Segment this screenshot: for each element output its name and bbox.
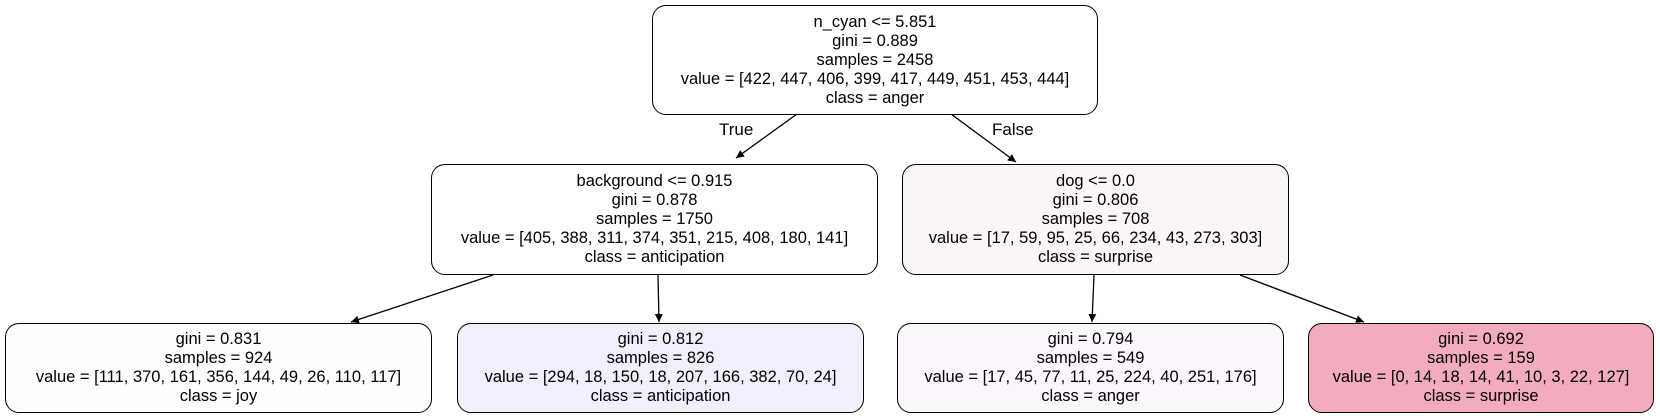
edge-root-left [735,113,798,159]
node-split: dog <= 0.0 [1056,172,1135,190]
tree-node-left-left: gini = 0.831 samples = 924 value = [111,… [5,323,432,413]
node-value: value = [405, 388, 311, 374, 351, 215, 4… [460,229,849,247]
edge-root-right [950,113,1017,163]
node-gini: gini = 0.878 [611,191,698,209]
edge-right-rr [1239,274,1365,323]
edge-left-ll [350,274,494,324]
edge-label-false: False [992,120,1034,139]
node-class: class = surprise [1037,248,1154,266]
node-value: value = [111, 370, 161, 356, 144, 49, 26… [35,368,402,386]
node-value: value = [0, 14, 18, 14, 41, 10, 3, 22, 1… [1332,368,1630,386]
node-gini: gini = 0.794 [1047,330,1134,348]
node-samples: samples = 2458 [816,50,934,69]
node-class: class = anticipation [590,387,731,405]
edge-right-rl [1088,274,1097,323]
node-gini: gini = 0.831 [175,330,262,348]
node-samples: samples = 159 [1427,349,1535,367]
tree-node-left: background <= 0.915 gini = 0.878 samples… [431,164,878,275]
node-samples: samples = 1750 [596,210,713,228]
tree-node-right-left: gini = 0.794 samples = 549 value = [17, … [897,323,1284,413]
node-value: value = [17, 45, 77, 11, 25, 224, 40, 25… [924,368,1257,386]
node-gini: gini = 0.806 [1052,191,1139,209]
edge-left-lr [654,274,663,323]
node-samples: samples = 924 [164,349,273,367]
node-split: background <= 0.915 [576,172,733,190]
node-value: value = [294, 18, 150, 18, 207, 166, 382… [484,368,837,386]
node-gini: gini = 0.889 [832,31,918,50]
node-value: value = [422, 447, 406, 399, 417, 449, 4… [680,69,1070,88]
node-class: class = joy [179,387,258,405]
tree-node-left-right: gini = 0.812 samples = 826 value = [294,… [457,323,864,413]
edge-label-true: True [719,120,754,139]
node-class: class = anticipation [584,248,725,266]
node-class: class = anger [1041,387,1140,405]
node-class: class = surprise [1423,387,1539,405]
node-value: value = [17, 59, 95, 25, 66, 234, 43, 27… [928,229,1263,247]
node-samples: samples = 826 [606,349,715,367]
node-samples: samples = 549 [1036,349,1145,367]
tree-node-root: n_cyan <= 5.851 gini = 0.889 samples = 2… [652,5,1098,115]
node-samples: samples = 708 [1041,210,1150,228]
tree-node-right: dog <= 0.0 gini = 0.806 samples = 708 va… [902,164,1289,275]
node-split: n_cyan <= 5.851 [813,12,937,31]
tree-node-right-right: gini = 0.692 samples = 159 value = [0, 1… [1308,323,1654,413]
node-class: class = anger [825,88,925,107]
node-gini: gini = 0.812 [617,330,704,348]
node-gini: gini = 0.692 [1438,330,1524,348]
